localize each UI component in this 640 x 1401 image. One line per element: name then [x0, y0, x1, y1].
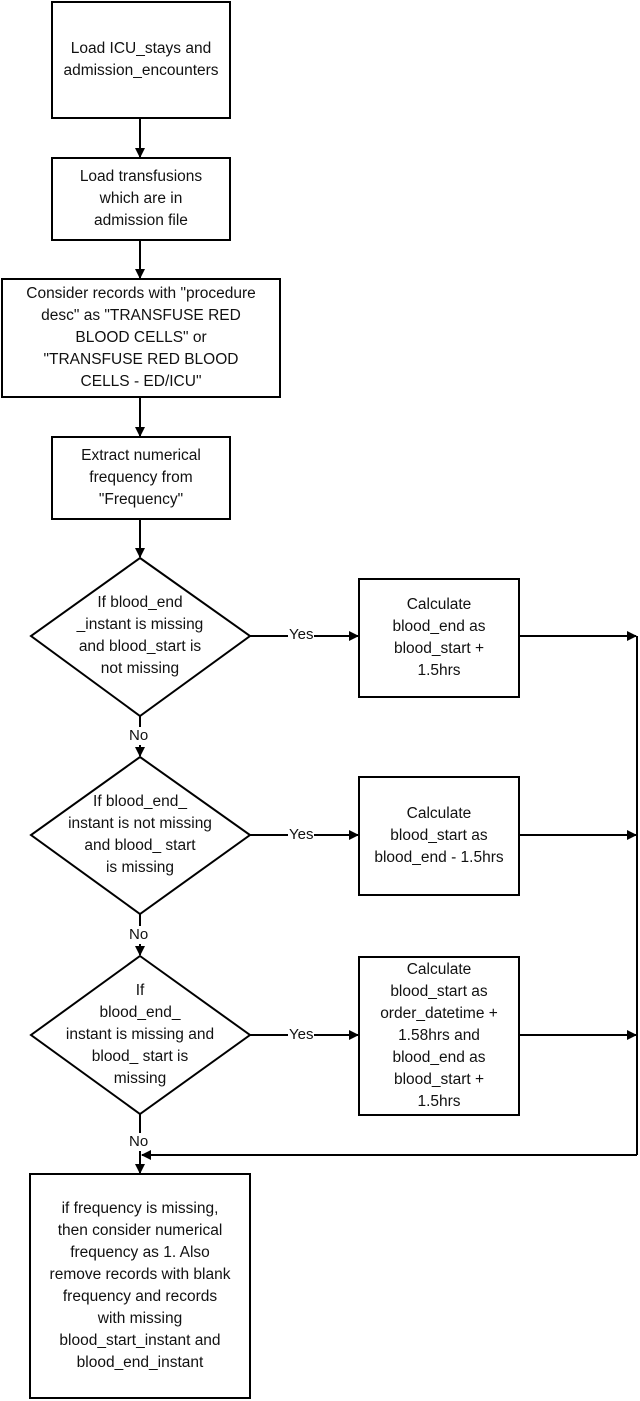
calc-2-text: Calculate blood_start as blood_end - 1.5…	[359, 777, 519, 895]
no-label-3: No	[128, 1133, 150, 1151]
calc-2-box	[358, 776, 520, 896]
consider-records-text: Consider records with "procedure desc" a…	[2, 279, 280, 397]
load-icu-box	[51, 1, 231, 119]
decision-3-text: If blood_end_ instant is missing and blo…	[34, 970, 246, 1100]
no-label-1: No	[128, 727, 150, 745]
yes-label-1: Yes	[288, 626, 315, 644]
consider-records-label: Consider records with "procedure desc" a…	[26, 285, 256, 390]
load-transfusions-box	[51, 157, 231, 241]
calc-2-label: Calculate blood_start as blood_end - 1.5…	[374, 805, 504, 866]
calc-3-label: Calculate blood_start as order_datetime …	[380, 961, 498, 1110]
decision-2-text: If blood_end_ instant is not missing and…	[34, 775, 246, 895]
final-box	[29, 1173, 251, 1399]
calc-3-box	[358, 956, 520, 1116]
extract-frequency-box	[51, 436, 231, 520]
decision-1-label: If blood_end _instant is missing and blo…	[76, 594, 204, 677]
load-icu-label: Load ICU_stays and admission_encounters	[63, 40, 219, 79]
decision-2-label: If blood_end_ instant is not missing and…	[68, 793, 212, 876]
calc-1-box	[358, 578, 520, 698]
no-label-2: No	[128, 926, 150, 944]
decision-3-label: If blood_end_ instant is missing and blo…	[65, 982, 215, 1087]
extract-frequency-label: Extract numerical frequency from "Freque…	[81, 447, 201, 508]
consider-records-box	[1, 278, 281, 398]
yes-label-3: Yes	[288, 1026, 315, 1044]
final-text: if frequency is missing, then consider n…	[30, 1174, 250, 1398]
load-transfusions-text: Load transfusions which are in admission…	[52, 158, 230, 240]
yes-label-2: Yes	[288, 826, 315, 844]
final-label: if frequency is missing, then consider n…	[49, 1200, 231, 1371]
load-icu-text: Load ICU_stays and admission_encounters	[52, 2, 230, 118]
extract-frequency-text: Extract numerical frequency from "Freque…	[52, 437, 230, 519]
load-transfusions-label: Load transfusions which are in admission…	[79, 168, 203, 229]
calc-1-text: Calculate blood_end as blood_start + 1.5…	[359, 579, 519, 697]
calc-1-label: Calculate blood_end as blood_start + 1.5…	[392, 596, 486, 679]
decision-1-text: If blood_end _instant is missing and blo…	[40, 576, 240, 696]
calc-3-text: Calculate blood_start as order_datetime …	[359, 957, 519, 1115]
